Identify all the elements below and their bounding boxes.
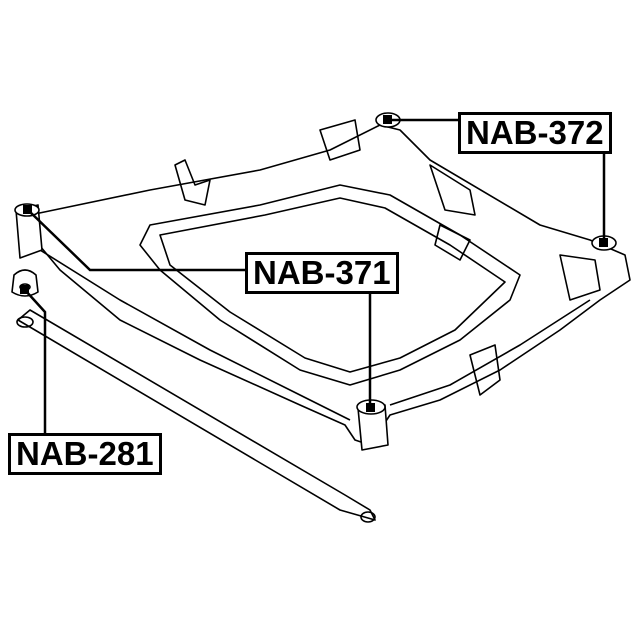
part-label-nab-281: NAB-281 xyxy=(8,433,162,475)
part-label-nab-372: NAB-372 xyxy=(458,112,612,154)
subframe-inner-opening xyxy=(139,184,521,386)
leader-nab-371-a xyxy=(27,209,245,272)
tie-bar xyxy=(17,309,376,521)
part-label-nab-371: NAB-371 xyxy=(245,252,399,294)
leader-nab-281 xyxy=(24,289,47,433)
leader-lines xyxy=(24,118,606,433)
bushing-small xyxy=(11,269,39,297)
